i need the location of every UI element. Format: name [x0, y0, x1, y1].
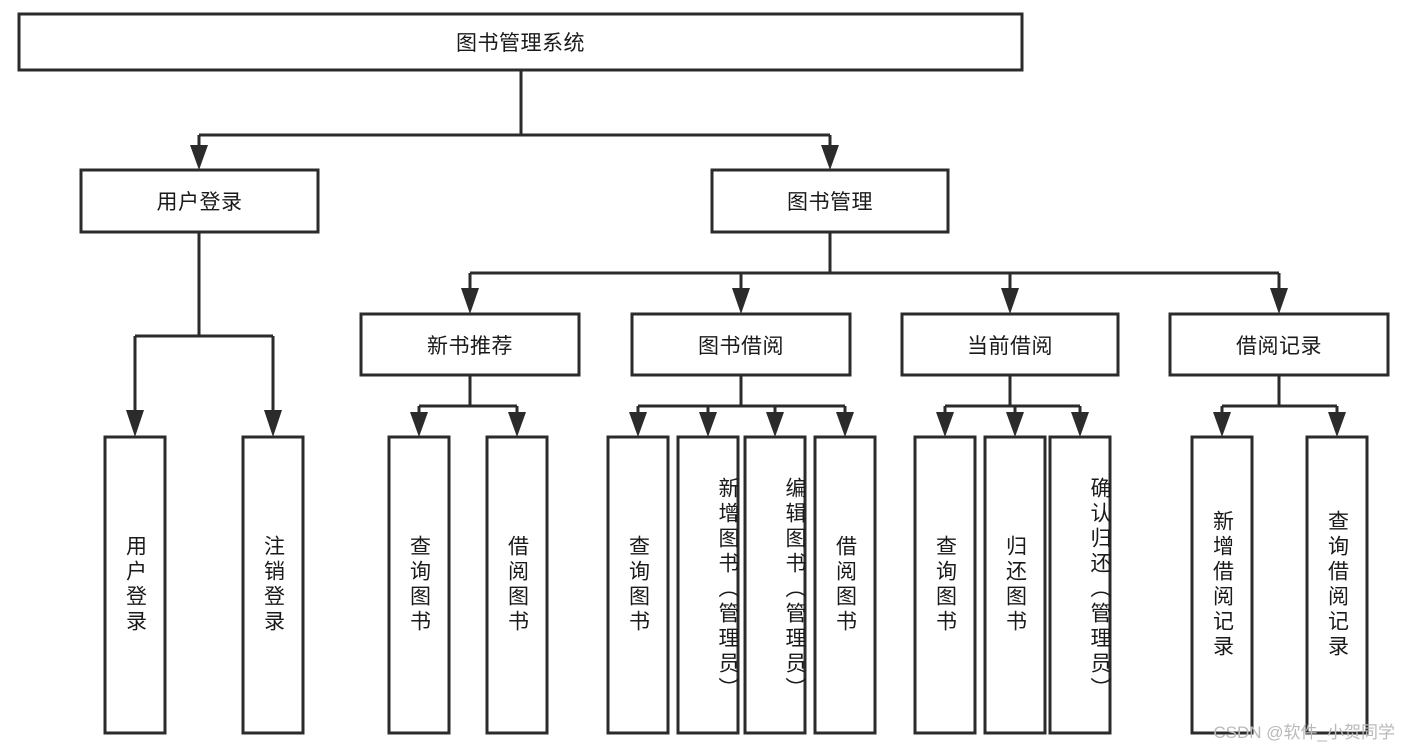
- arrow-head-current-borrow: [1001, 288, 1019, 314]
- arrow-head-leaf-add-record: [1213, 412, 1231, 437]
- box-leaf-query-book-3[interactable]: [913, 435, 977, 735]
- arrow-head-leaf-query-book-2: [629, 412, 647, 437]
- box-leaf-edit-book[interactable]: [743, 435, 807, 735]
- arrow-head-user-login: [190, 145, 208, 170]
- edge-user-login-to-leaves: [126, 232, 282, 437]
- box-leaf-borrow-book-2[interactable]: [813, 435, 877, 735]
- edge-new-book-recommend-to-leaves: [410, 375, 526, 437]
- edge-root-to-level2: [190, 70, 839, 170]
- box-current-borrow[interactable]: [900, 312, 1120, 377]
- edge-book-borrow-to-leaves: [629, 375, 854, 437]
- box-book-borrow[interactable]: [630, 312, 852, 377]
- arrow-head-leaf-user-login: [126, 410, 144, 437]
- box-leaf-borrow-book-1[interactable]: [485, 435, 549, 735]
- arrow-head-leaf-edit-book: [766, 412, 784, 437]
- csdn-watermark: CSDN @软件_小贺同学: [1213, 723, 1395, 742]
- box-leaf-add-book[interactable]: [676, 435, 740, 735]
- box-leaf-query-book-1[interactable]: [387, 435, 451, 735]
- box-leaf-query-record[interactable]: [1305, 435, 1369, 735]
- arrow-head-leaf-add-book: [699, 412, 717, 437]
- arrow-head-leaf-query-record: [1328, 412, 1346, 437]
- edge-borrow-record-to-leaves: [1213, 375, 1346, 437]
- box-book-management[interactable]: [710, 168, 950, 234]
- arrow-head-leaf-confirm-return: [1071, 412, 1089, 437]
- arrow-head-leaf-borrow-book-1: [508, 412, 526, 437]
- arrow-head-new-book-recommend: [461, 288, 479, 314]
- arrow-head-borrow-record: [1270, 288, 1288, 314]
- edge-current-borrow-to-leaves: [936, 375, 1089, 437]
- box-leaf-user-login[interactable]: [103, 435, 167, 735]
- box-borrow-record[interactable]: [1168, 312, 1390, 377]
- box-leaf-query-book-2[interactable]: [606, 435, 670, 735]
- box-user-login[interactable]: [79, 168, 320, 234]
- arrow-head-book-borrow: [732, 288, 750, 314]
- arrow-head-leaf-query-book-3: [936, 412, 954, 437]
- box-leaf-confirm-return[interactable]: [1048, 435, 1112, 735]
- edge-book-management-to-level3: [461, 232, 1288, 314]
- arrow-head-leaf-return-book: [1006, 412, 1024, 437]
- arrow-head-leaf-logout: [264, 410, 282, 437]
- arrow-head-leaf-query-book-1: [410, 412, 428, 437]
- box-new-book-recommend[interactable]: [359, 312, 581, 377]
- arrow-head-book-management: [821, 145, 839, 170]
- arrow-head-leaf-borrow-book-2: [836, 412, 854, 437]
- box-root[interactable]: [17, 12, 1024, 72]
- box-leaf-return-book[interactable]: [983, 435, 1047, 735]
- box-leaf-logout[interactable]: [241, 435, 305, 735]
- box-leaf-add-record[interactable]: [1190, 435, 1254, 735]
